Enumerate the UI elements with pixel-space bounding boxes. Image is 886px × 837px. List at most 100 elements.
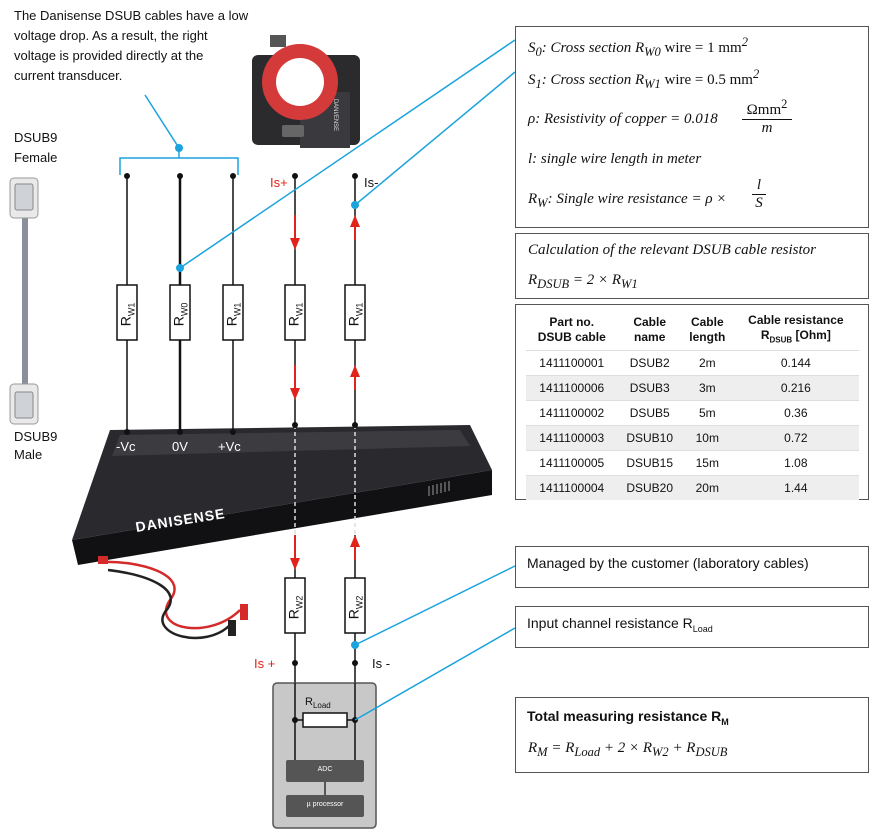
cell-name: DSUB10 [617, 425, 682, 451]
intro-line: voltage drop. As a result, the right [14, 28, 208, 43]
rload-letter: R [305, 696, 313, 708]
def-l: l: single wire length in meter [528, 151, 702, 167]
dsub9-female-line: DSUB9 [14, 130, 58, 145]
def-text: : Cross section R [541, 40, 645, 56]
rload-label: RLoad [305, 696, 331, 710]
cell-resistance: 1.08 [732, 450, 859, 476]
formula-part: = R [547, 740, 575, 756]
input-channel-label: Input channel resistance R [527, 615, 693, 631]
def-rho-den: m [761, 120, 773, 136]
resistor-label-rw2-b: RW2 [346, 592, 365, 622]
resistor-sub: W1 [354, 302, 365, 317]
def-sup: 2 [752, 67, 760, 81]
cell-part-no: 1411100004 [526, 475, 618, 501]
def-sup: 2 [741, 35, 748, 49]
def-sub: W1 [644, 77, 661, 91]
resistor-label-rw2-a: RW2 [286, 592, 305, 622]
calculation-box: Calculation of the relevant DSUB cable r… [515, 233, 869, 299]
def-rho: ρ: Resistivity of copper = 0.018 [528, 111, 718, 127]
header-line: Cable [690, 315, 724, 330]
formula-sub: M [537, 745, 548, 759]
cell-part-no: 1411100005 [526, 450, 618, 476]
header-line: length [689, 330, 726, 345]
header-line: Cable resistance [748, 313, 844, 327]
def-rw-num: l [752, 177, 766, 195]
resistor-letter: R [170, 316, 187, 327]
resistor-letter: R [117, 316, 134, 327]
formula-sub: DSUB [695, 745, 728, 759]
processor-block: µ processor [306, 801, 344, 808]
rload-sub: Load [312, 701, 331, 711]
lab-cables-image [98, 556, 248, 640]
cell-resistance: 0.216 [732, 375, 859, 401]
total-title-text: Total measuring resistance R [527, 708, 722, 724]
def-rho-fraction: Ωmm2 m [742, 97, 792, 137]
dsub9-female-label: DSUB9 Female [14, 128, 57, 168]
cell-part-no: 1411100003 [526, 425, 618, 451]
def-rho-num-text: Ωmm [746, 102, 782, 118]
intro-note: The Danisense DSUB cables have a low vol… [14, 6, 248, 86]
cell-length: 15m [681, 450, 733, 476]
terminal-plus-vc: +Vc [218, 439, 241, 454]
resistor-sub: W0 [179, 302, 190, 317]
current-wire-dots [292, 173, 358, 666]
terminal-zero-v: 0V [172, 439, 188, 454]
calc-lhs: R [528, 272, 538, 288]
resistor-label-rw1-d: RW1 [346, 299, 365, 329]
header-line: R [760, 328, 770, 342]
def-symbol: R [528, 191, 538, 207]
calc-title: Calculation of the relevant DSUB cable r… [528, 242, 817, 258]
cell-length: 3m [681, 375, 733, 401]
resistor-sub: W2 [354, 595, 365, 610]
def-sub: W0 [644, 45, 661, 59]
cell-length: 10m [681, 425, 733, 451]
input-channel-sub: Load [692, 623, 713, 634]
supply-bracket [119, 94, 239, 175]
cell-resistance: 1.44 [732, 475, 859, 501]
resistor-letter: R [285, 316, 302, 327]
dsub-cable-image [9, 177, 39, 425]
def-sub: 1 [535, 77, 542, 91]
is-plus-bottom-label: Is + [254, 656, 276, 671]
header-sub: DSUB [769, 335, 793, 345]
current-arrows [290, 215, 360, 570]
header-line: Cable [633, 315, 667, 330]
intro-line: The Danisense DSUB cables have a low [14, 8, 249, 23]
supply-wire-dots [124, 173, 236, 435]
resistor-boxes [116, 284, 366, 634]
total-title-sub: M [721, 716, 729, 727]
resistor-label-rw0: RW0 [171, 299, 190, 329]
cell-length: 20m [681, 475, 733, 501]
resistor-label-rw1-c: RW1 [286, 299, 305, 329]
intro-line: current transducer. [14, 68, 123, 83]
formula-part: R [528, 740, 538, 756]
current-transducer-image [252, 35, 360, 148]
calc-sub: W1 [621, 277, 638, 291]
def-text: wire = 1 mm [660, 40, 742, 56]
def-symbol: S [528, 72, 536, 88]
formula-sub: Load [574, 745, 601, 759]
cell-part-no: 1411100002 [526, 400, 618, 426]
def-rw-fraction: l S [752, 177, 766, 212]
customer-cables-box: Managed by the customer (laboratory cabl… [515, 546, 869, 588]
formula-part: + R [668, 740, 696, 756]
total-resistance-formula: RM = RLoad + 2 × RW2 + RDSUB [528, 740, 727, 760]
formula-sub: W2 [652, 745, 669, 759]
header-line: Part no. [549, 315, 595, 330]
def-text: wire = 0.5 mm [660, 72, 753, 88]
total-resistance-title: Total measuring resistance RM [527, 708, 729, 727]
resistor-label-rw1-b: RW1 [224, 299, 243, 329]
resistor-letter: R [345, 316, 362, 327]
terminal-minus-vc: -Vc [116, 439, 136, 454]
danisense-rack-device [72, 425, 492, 565]
